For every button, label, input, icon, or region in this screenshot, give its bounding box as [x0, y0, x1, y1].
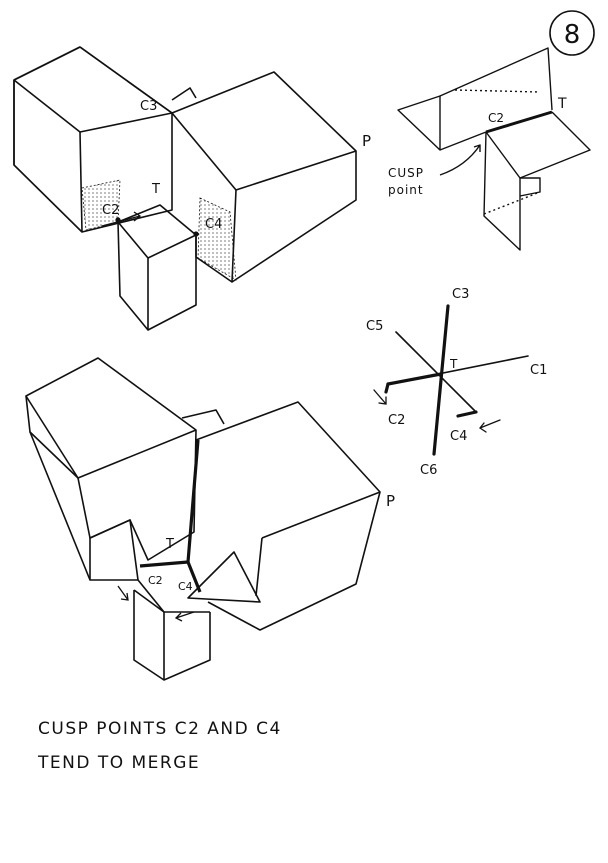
star-label-c5: C5 — [366, 319, 383, 334]
bottom-label-t: T — [165, 537, 174, 552]
inset-label-c2: C2 — [488, 111, 504, 125]
caption-line-2: TEND TO MERGE — [38, 753, 201, 773]
star-diagram — [373, 304, 529, 456]
inset-point-text: point — [388, 183, 424, 197]
bottom-label-c4: C4 — [178, 580, 193, 593]
bottom-label-p: P — [386, 492, 395, 510]
top-label-t: T — [151, 182, 160, 197]
star-label-c4: C4 — [450, 429, 467, 444]
inset-figure — [397, 47, 591, 251]
inset-cusp-text: CUSP — [388, 166, 424, 180]
top-cube-figure — [13, 46, 357, 331]
top-shade-right — [197, 197, 237, 281]
star-label-c2: C2 — [388, 413, 405, 428]
inset-label-t: T — [557, 96, 567, 112]
top-left-cube-edges — [13, 79, 173, 233]
top-label-p: P — [362, 132, 371, 150]
bottom-label-c2: C2 — [148, 574, 163, 587]
top-c2-arrow — [101, 211, 142, 227]
bottom-cusp-edges — [139, 439, 202, 593]
bottom-right-cube — [195, 401, 381, 631]
bottom-c2-arrow — [117, 585, 129, 601]
top-label-c3: C3 — [140, 99, 157, 114]
bottom-c4-arrow — [174, 611, 195, 622]
caption-line-1: CUSP POINTS C2 AND C4 — [38, 719, 282, 739]
page-number-badge: 8 — [549, 10, 595, 56]
page-number: 8 — [564, 20, 581, 50]
top-small-column — [117, 221, 149, 331]
top-label-c2: C2 — [102, 203, 119, 218]
star-label-t: T — [449, 357, 458, 371]
top-label-c4: C4 — [205, 217, 222, 232]
star-label-c1: C1 — [530, 363, 547, 378]
star-label-c3: C3 — [452, 287, 469, 302]
top-c4-dot — [193, 231, 199, 237]
star-label-c6: C6 — [420, 463, 437, 478]
bottom-cube-figure — [25, 357, 381, 681]
caption: CUSP POINTS C2 AND C4 TEND TO MERGE — [38, 712, 398, 780]
bottom-left-cube — [25, 357, 197, 561]
